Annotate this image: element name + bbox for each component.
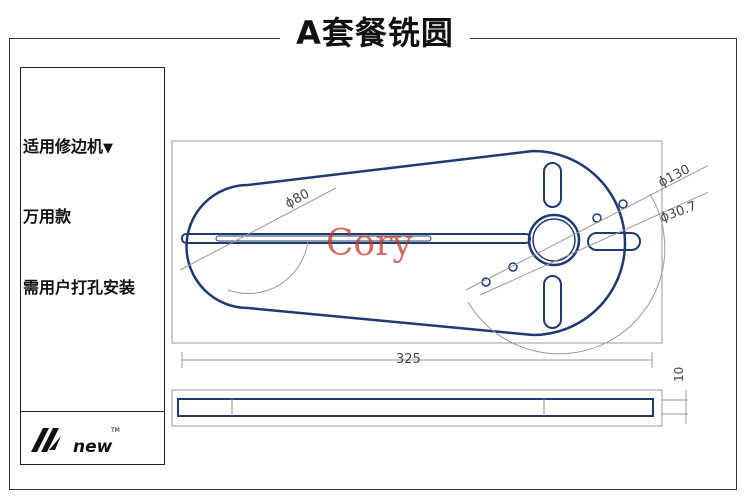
title-wrap: A套餐铣圆 [0, 8, 750, 54]
page-title: A套餐铣圆 [280, 8, 470, 54]
hole-2 [618, 199, 628, 209]
dim-phi130-label: ϕ130 [656, 162, 693, 191]
triangle-down-icon: ▼ [103, 141, 114, 156]
feature-router: 适用修边机▼ [23, 133, 113, 157]
center-hole-outer [527, 213, 581, 267]
dim-phi307-label: ϕ30.7 [658, 199, 698, 226]
dimension-lines [179, 165, 708, 424]
feature-universal: 万用款 [23, 207, 72, 226]
slot-right [587, 232, 641, 251]
dim-thickness-label: 10 [672, 367, 686, 382]
slash-logo-icon: new TM [31, 427, 120, 457]
feature-drill-install: 需用户打孔安装 [23, 278, 136, 297]
center-hole-inner [532, 218, 576, 262]
feature-router-label: 适用修边机 [23, 137, 104, 156]
dim-length-label: 325 [396, 352, 421, 367]
hole-1 [592, 213, 602, 223]
watermark-text: Cory [326, 223, 413, 264]
side-profile [177, 398, 654, 417]
technical-drawing: ϕ80 ϕ130 ϕ30.7 325 10 Cory [171, 140, 708, 427]
logo-text: new [73, 437, 113, 457]
side-view-frame [171, 389, 663, 427]
logo-tm: TM [110, 427, 120, 434]
brand-logo: new TM [21, 411, 164, 465]
plan-view-frame [171, 140, 663, 344]
plate-outline [185, 149, 627, 337]
center-slot-inner [215, 235, 432, 242]
slot-bottom [543, 275, 562, 329]
slot-top [543, 162, 562, 208]
hole-3 [508, 262, 518, 272]
feature-panel: 适用修边机▼ 万用款 需用户打孔安装 new TM [20, 67, 165, 465]
